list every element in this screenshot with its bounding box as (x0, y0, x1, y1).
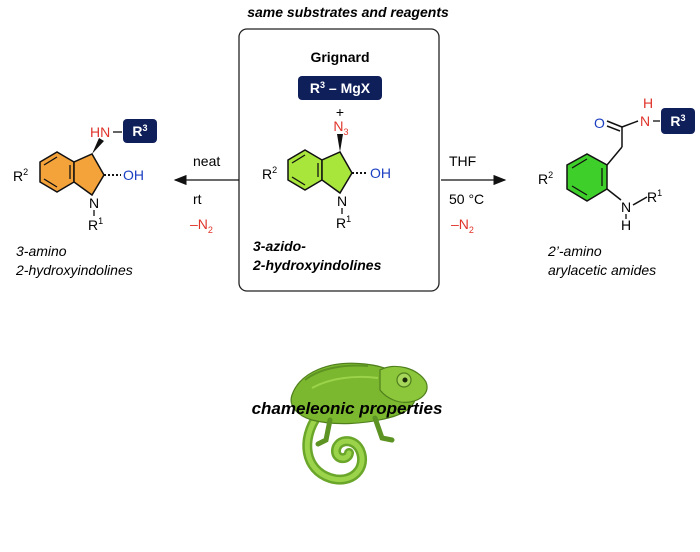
center-box (238, 28, 440, 292)
azido-name-line2: 2-hydroxyindolines (252, 257, 382, 273)
amide-n: N (640, 113, 650, 129)
azide-label: N3 (333, 118, 348, 137)
chameleon-icon (290, 362, 428, 485)
right-condition-thf: THF (449, 153, 476, 169)
left-r1-label: R1 (88, 216, 103, 233)
amino-name-line2: 2-hydroxyindolines (15, 262, 133, 278)
n-atom: N (337, 193, 347, 209)
amide-benzene-ring (566, 153, 608, 202)
amide-name-line1: 2’-amino (547, 243, 602, 259)
right-condition-temp: 50 °C (449, 191, 484, 207)
amino-benzene-ring (39, 151, 75, 193)
left-condition-n2: –N2 (190, 216, 213, 235)
amide-h: H (643, 95, 653, 111)
chameleonic-caption: chameleonic properties (252, 399, 443, 418)
header-text: same substrates and reagents (247, 4, 449, 20)
carbonyl-o: O (594, 115, 605, 131)
right-r2-label: R2 (538, 170, 553, 187)
r2-label: R2 (262, 165, 277, 182)
left-condition-neat: neat (193, 153, 220, 169)
amide-name-line2: arylacetic amides (548, 262, 656, 278)
azido-indoline-structure: N3 OH R2 N R1 (262, 118, 391, 231)
r1-label: R1 (336, 214, 351, 231)
amino-indoline-structure: HN R3 OH R2 N R1 (13, 119, 157, 233)
azide-wedge (337, 134, 343, 152)
amino-pyrrole-ring (73, 153, 105, 197)
right-r3-badge-text: R3 (670, 113, 685, 129)
left-condition-rt: rt (193, 191, 202, 207)
left-r3-badge-text: R3 (132, 123, 147, 139)
hn-label: HN (90, 124, 110, 140)
aniline-h: H (621, 217, 631, 233)
grignard-title: Grignard (310, 49, 369, 65)
azido-pyrrole-ring (321, 151, 353, 195)
hydroxy-label: OH (370, 165, 391, 181)
grignard-badge (298, 76, 382, 100)
left-hydroxy-label: OH (123, 167, 144, 183)
azido-benzene-ring (287, 149, 323, 191)
left-r2-label: R2 (13, 167, 28, 184)
azido-name-line1: 3-azido- (253, 238, 306, 254)
amino-name-line1: 3-amino (16, 243, 67, 259)
right-r3-badge (661, 108, 695, 134)
grignard-badge-text: R3 – MgX (310, 80, 371, 96)
left-r3-badge (123, 119, 157, 143)
amine-wedge (92, 138, 104, 154)
plus-sign: + (336, 104, 344, 120)
left-n-atom: N (89, 195, 99, 211)
right-condition-n2: –N2 (451, 216, 474, 235)
right-r1-label: R1 (647, 188, 662, 205)
aniline-n: N (621, 199, 631, 215)
arylacetic-amide-structure: O H N R3 R2 N H R1 (538, 95, 695, 233)
